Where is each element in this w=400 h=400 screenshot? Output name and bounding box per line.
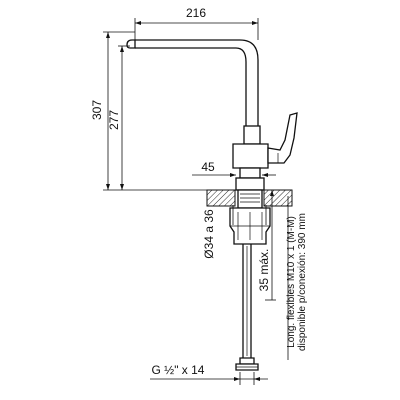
dimension-max-thickness: 35 máx. [257, 189, 276, 301]
faucet-body [126, 39, 298, 191]
label-connection: disponible p/conexión: 390 mm [297, 213, 308, 351]
dimension-hole-diameter: Ø34 a 36 [202, 205, 267, 259]
dimension-total-height: 307 [90, 31, 212, 191]
dimension-top-width: 216 [134, 6, 259, 42]
hose-length-note: Long. flexibles M10 x 1 (M-M) disponible… [286, 196, 308, 360]
thread-note: G ½" x 14 [150, 363, 268, 385]
flexible-hoses [235, 244, 259, 371]
dimension-body-offset: 45 [192, 160, 276, 177]
label-top-width: 216 [186, 6, 206, 20]
mounting-shank [229, 189, 271, 245]
label-spout-height: 277 [107, 110, 121, 130]
label-total-height: 307 [90, 100, 104, 120]
label-hose-length: Long. flexibles M10 x 1 (M-M) [286, 216, 297, 348]
label-thread: G ½" x 14 [152, 363, 205, 377]
label-max-thickness: 35 máx. [257, 249, 271, 292]
label-hole-diameter: Ø34 a 36 [202, 209, 216, 259]
dimension-spout-height: 277 [107, 45, 130, 190]
label-body-offset: 45 [201, 160, 215, 174]
